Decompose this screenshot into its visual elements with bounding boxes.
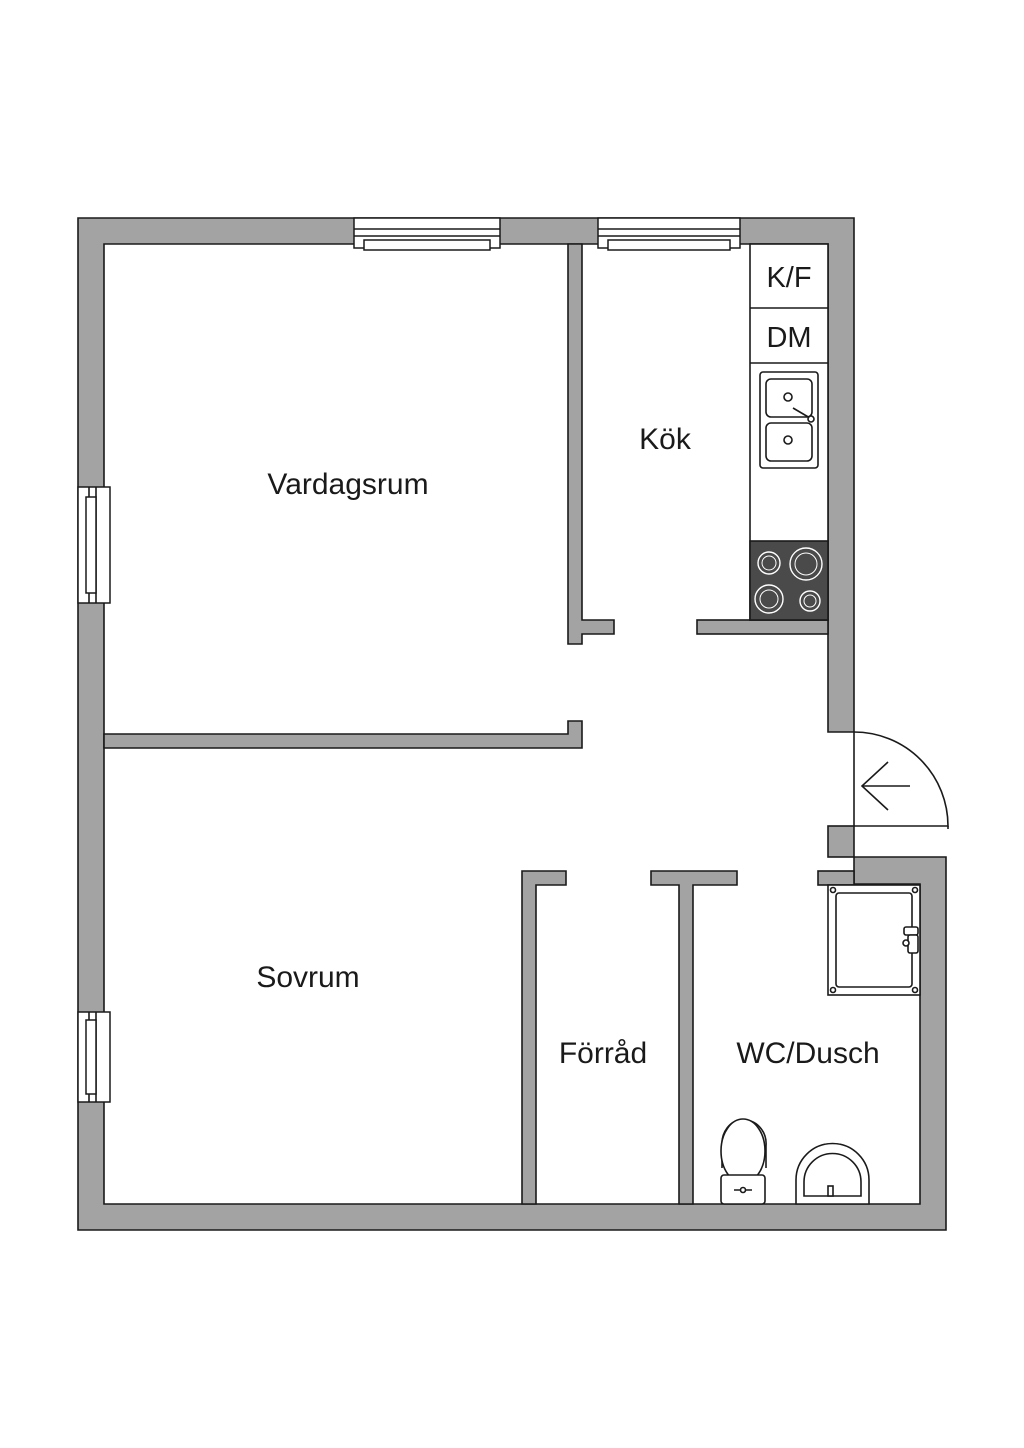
- stove: [749, 540, 829, 621]
- arrow-left-icon: [860, 761, 910, 811]
- room-label-living-room: Vardagsrum: [267, 468, 428, 501]
- fridge-freezer-label: K/F: [766, 262, 811, 294]
- dishwasher: DM: [766, 322, 811, 354]
- room-label-kitchen: Kök: [639, 423, 692, 456]
- window-top-kitchen: [597, 217, 741, 251]
- window-left-bedroom: [77, 1011, 111, 1103]
- room-label-storage: Förråd: [559, 1037, 647, 1070]
- fridge-freezer: K/F: [766, 262, 811, 294]
- room-label-bathroom: WC/Dusch: [736, 1037, 879, 1070]
- interior-walls: [103, 243, 855, 1205]
- dishwasher-label: DM: [766, 322, 811, 354]
- window-left-living: [77, 486, 111, 604]
- window-top-living: [353, 217, 501, 251]
- shower: [827, 884, 921, 996]
- entrance-door: [853, 731, 949, 829]
- kitchen-sink: [759, 371, 819, 469]
- outer-walls: [77, 217, 947, 1231]
- room-label-bedroom: Sovrum: [256, 961, 359, 994]
- toilet: [720, 1118, 767, 1205]
- wash-basin: [795, 1142, 870, 1205]
